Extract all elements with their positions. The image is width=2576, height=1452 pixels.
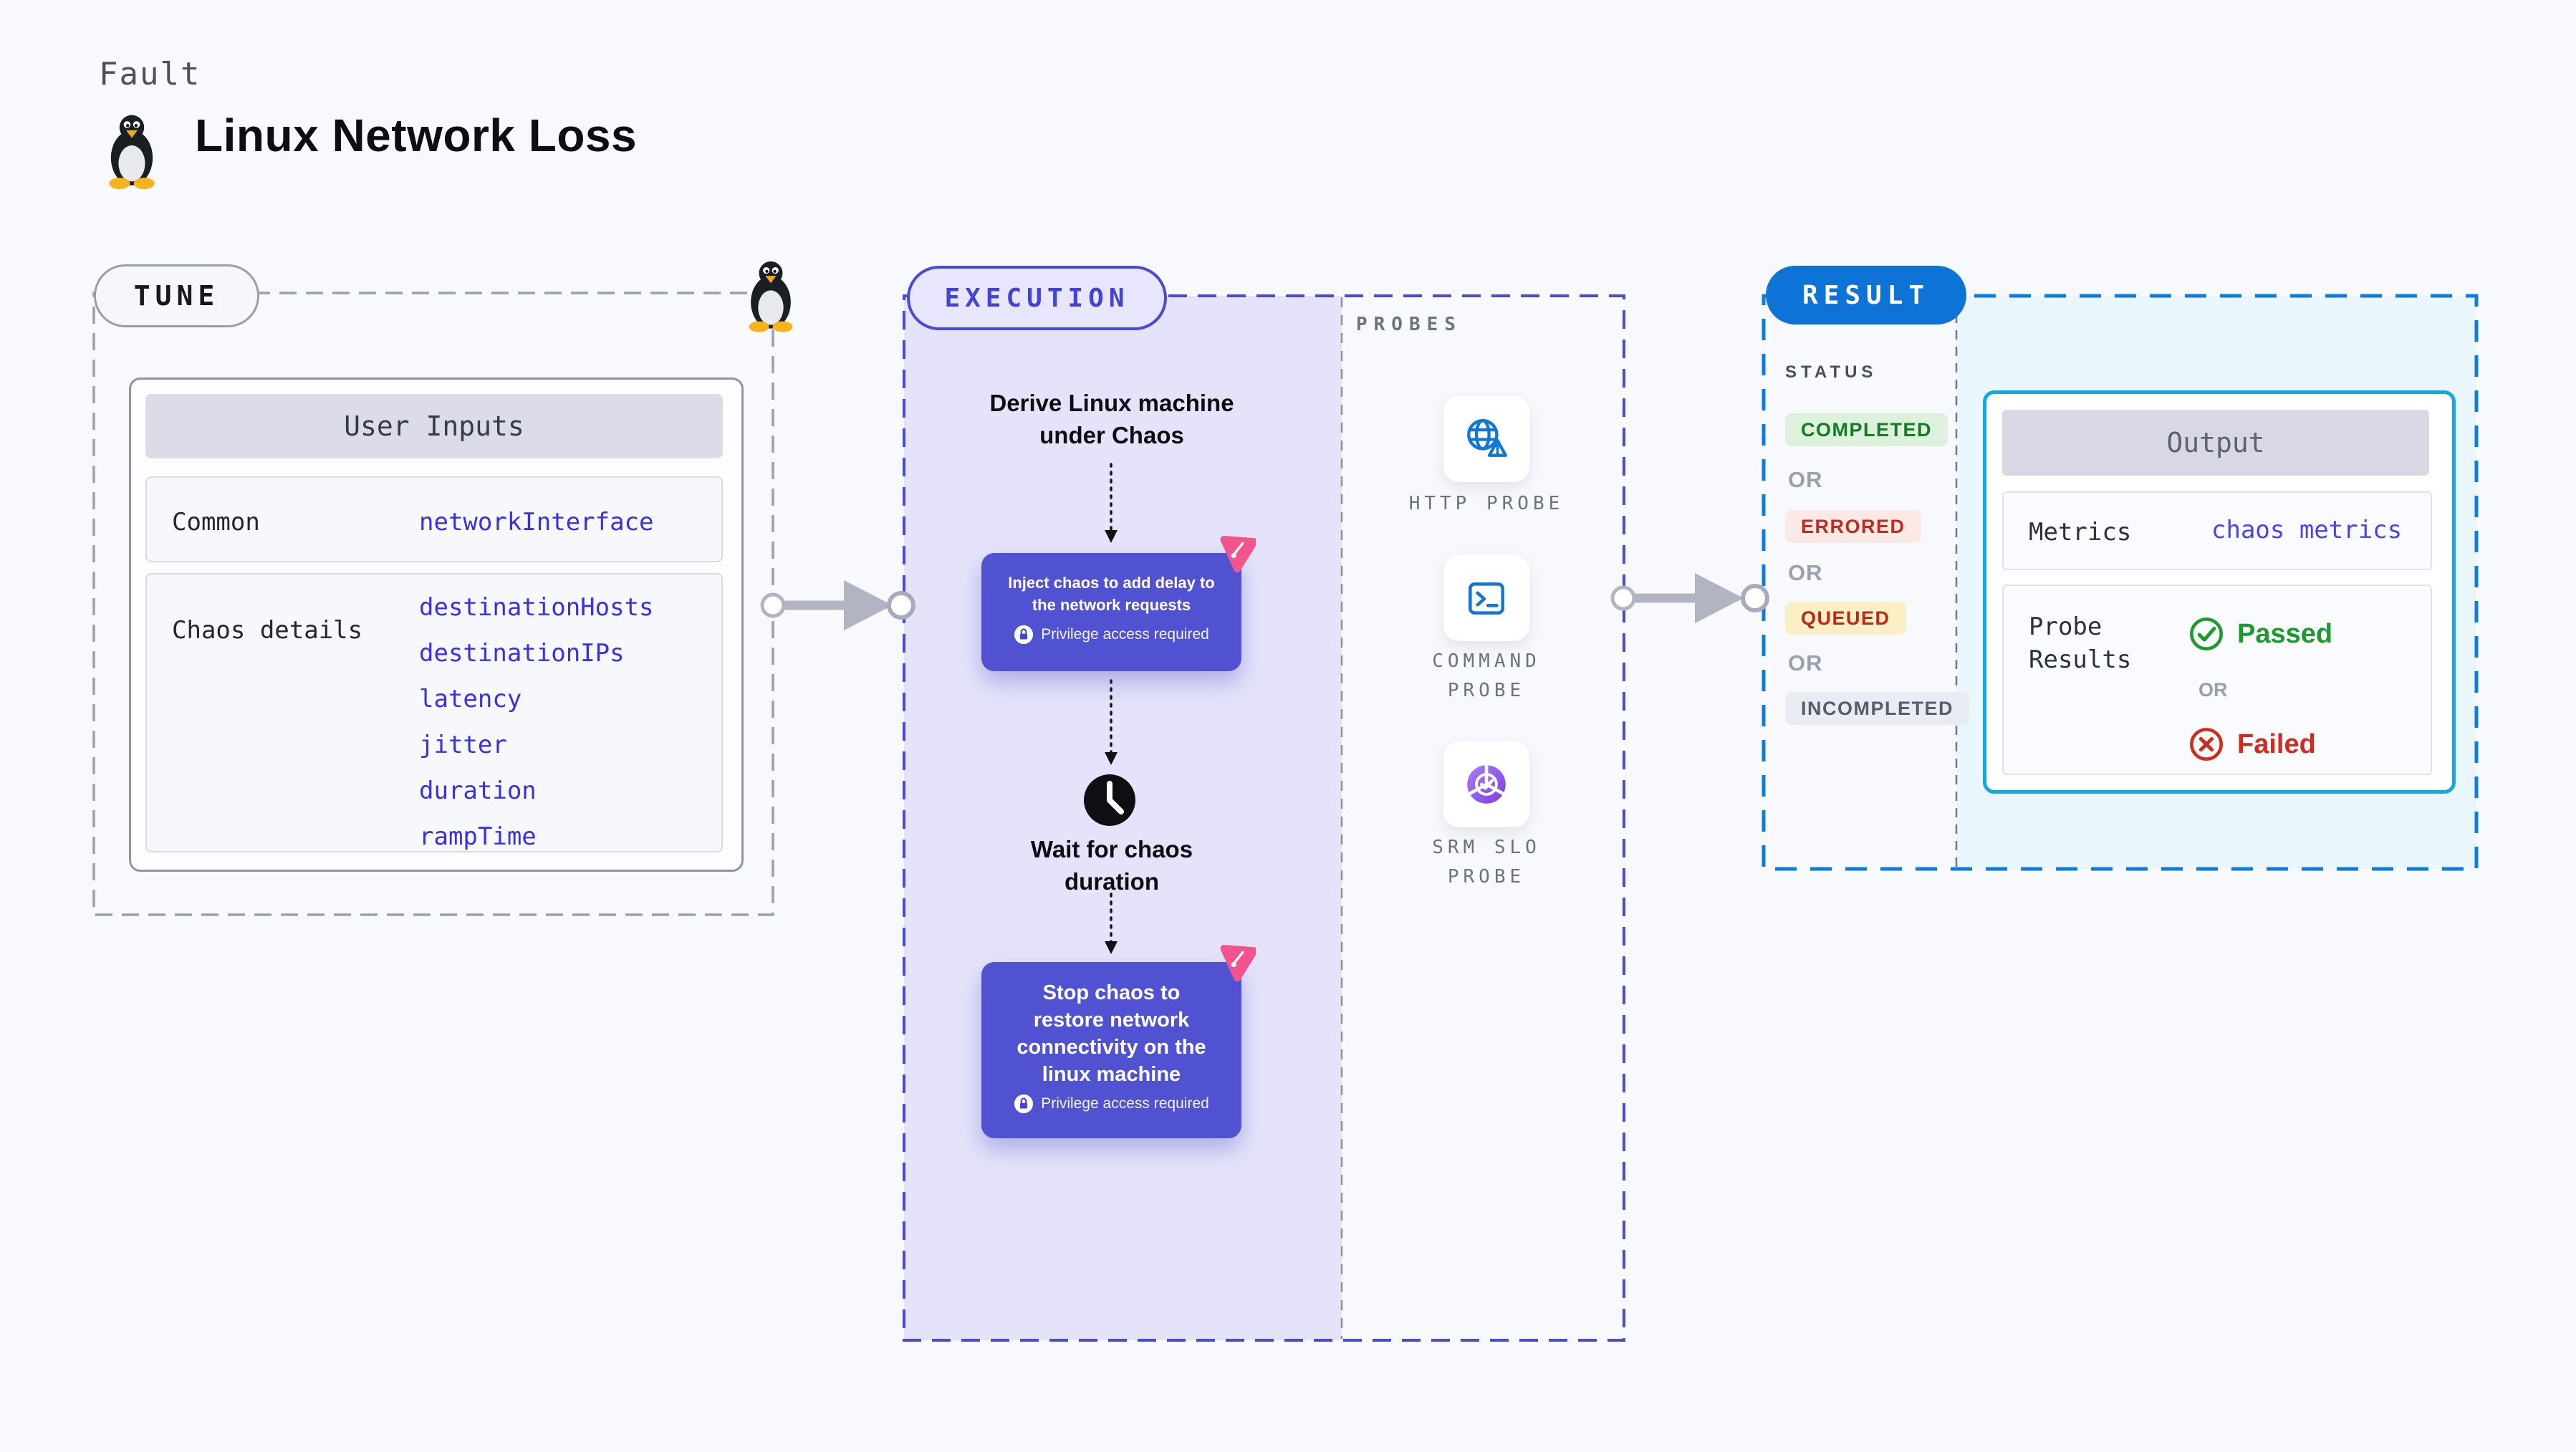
- execution-dashed-box: [903, 294, 1625, 1342]
- probe-results-label-line: Results: [2029, 645, 2132, 674]
- user-inputs-card: User Inputs Common networkInterface Chao…: [129, 378, 744, 872]
- privilege-label: Privilege access required: [1041, 1095, 1209, 1112]
- tune-corner-penguin-icon: [744, 259, 798, 332]
- row-label: Chaos details: [172, 616, 363, 645]
- inject-line-2: the network requests: [1032, 596, 1191, 614]
- wait-line-1: Wait for chaos: [1030, 836, 1193, 862]
- inject-chaos-node: Inject chaos to add delay to the network…: [981, 553, 1241, 671]
- inject-line-1: Inject chaos to add delay to: [1008, 574, 1215, 592]
- or-separator: OR: [1788, 560, 1823, 585]
- fault-eyebrow: Fault: [99, 56, 201, 92]
- row-value: destinationIPs: [419, 639, 625, 668]
- probe-label-line: COMMAND: [1432, 650, 1541, 672]
- failed-label: Failed: [2237, 729, 2316, 759]
- chaos-spark-icon: [1214, 532, 1256, 574]
- privilege-label: Privilege access required: [1041, 626, 1209, 643]
- privilege-note: Privilege access required: [981, 625, 1241, 645]
- output-card: Output Metrics chaos metrics Probe Resul…: [1983, 390, 2456, 794]
- stop-chaos-node: Stop chaos to restore network connectivi…: [981, 962, 1241, 1138]
- http-probe-card: [1443, 396, 1529, 482]
- tune-pill: TUNE: [94, 264, 259, 327]
- status-badge-errored: ERRORED: [1785, 510, 1921, 543]
- stop-line-1: Stop chaos to: [1042, 981, 1181, 1004]
- status-title: STATUS: [1785, 362, 1878, 382]
- user-inputs-title: User Inputs: [145, 394, 723, 458]
- chaos-spark-icon: [1214, 941, 1256, 983]
- or-separator: OR: [1788, 467, 1823, 492]
- derive-step-label: Derive Linux machine under Chaos: [969, 387, 1255, 451]
- row-value: networkInterface: [419, 508, 654, 537]
- row-value: duration: [419, 777, 537, 805]
- status-badge-completed: COMPLETED: [1785, 413, 1948, 446]
- failed-verdict: Failed: [2188, 726, 2316, 762]
- result-pill: RESULT: [1766, 266, 1966, 324]
- command-probe-icon: [1463, 574, 1510, 622]
- command-probe-card: [1443, 555, 1529, 641]
- clock-icon: [1084, 774, 1135, 826]
- probe-results-label-line: Probe: [2029, 612, 2102, 641]
- page-title: Linux Network Loss: [195, 110, 638, 161]
- passed-verdict: Passed: [2188, 616, 2332, 652]
- probe-results-row: Probe Results Passed OR: [2002, 585, 2432, 775]
- command-probe-label: COMMAND PROBE: [1386, 647, 1587, 706]
- row-value: destinationHosts: [419, 593, 654, 622]
- arrow-execution-to-result: [1610, 573, 1769, 623]
- metrics-row: Metrics chaos metrics: [2002, 491, 2432, 570]
- probe-results-label: Probe Results: [2029, 610, 2131, 676]
- or-separator: OR: [2198, 679, 2228, 701]
- result-dashed-box: [1762, 294, 2479, 871]
- x-circle-icon: [2188, 726, 2224, 762]
- probe-label-line: SRM SLO: [1432, 837, 1541, 858]
- execution-pill: EXECUTION: [907, 266, 1167, 330]
- status-badge-queued: QUEUED: [1785, 602, 1906, 635]
- srm-slo-probe-icon: [1463, 761, 1510, 808]
- passed-label: Passed: [2237, 618, 2333, 649]
- or-separator: OR: [1788, 650, 1823, 675]
- flow-dotted-arrows: [1105, 463, 1118, 954]
- arrow-tune-to-execution: [760, 580, 915, 630]
- http-probe-icon: [1463, 415, 1510, 463]
- probes-title: PROBES: [1356, 314, 1462, 335]
- status-badge-incompleted: INCOMPLETED: [1785, 692, 1970, 725]
- srm-slo-probe-label: SRM SLO PROBE: [1386, 833, 1587, 892]
- lock-icon: [1014, 625, 1034, 645]
- probe-label-line: HTTP PROBE: [1408, 493, 1565, 514]
- srm-slo-probe-card: [1443, 741, 1529, 827]
- row-value: latency: [419, 685, 522, 713]
- stop-line-2: restore network: [1033, 1009, 1190, 1032]
- stop-line-4: linux machine: [1042, 1063, 1181, 1086]
- derive-line-1: Derive Linux machine: [989, 390, 1234, 416]
- row-values-list: destinationHosts destinationIPs latency …: [419, 585, 654, 860]
- row-value: jitter: [419, 731, 507, 759]
- probe-label-line: PROBE: [1447, 866, 1526, 888]
- linux-penguin-icon: [102, 113, 162, 189]
- user-inputs-row-chaos-details: Chaos details destinationHosts destinati…: [145, 573, 723, 852]
- wait-step-label: Wait for chaos duration: [969, 833, 1255, 898]
- row-label: Common: [172, 508, 260, 537]
- row-value: rampTime: [419, 822, 537, 851]
- output-title: Output: [2002, 410, 2429, 476]
- wait-line-2: duration: [1064, 868, 1159, 895]
- metrics-value: chaos metrics: [2211, 516, 2403, 544]
- derive-line-2: under Chaos: [1039, 422, 1184, 448]
- lock-icon: [1014, 1094, 1034, 1114]
- check-circle-icon: [2188, 616, 2224, 652]
- user-inputs-row-common: Common networkInterface: [145, 476, 723, 562]
- stop-line-3: connectivity on the: [1017, 1036, 1206, 1059]
- http-probe-label: HTTP PROBE: [1386, 489, 1587, 519]
- privilege-note: Privilege access required: [981, 1094, 1241, 1114]
- probe-label-line: PROBE: [1447, 680, 1526, 701]
- metrics-label: Metrics: [2029, 518, 2132, 547]
